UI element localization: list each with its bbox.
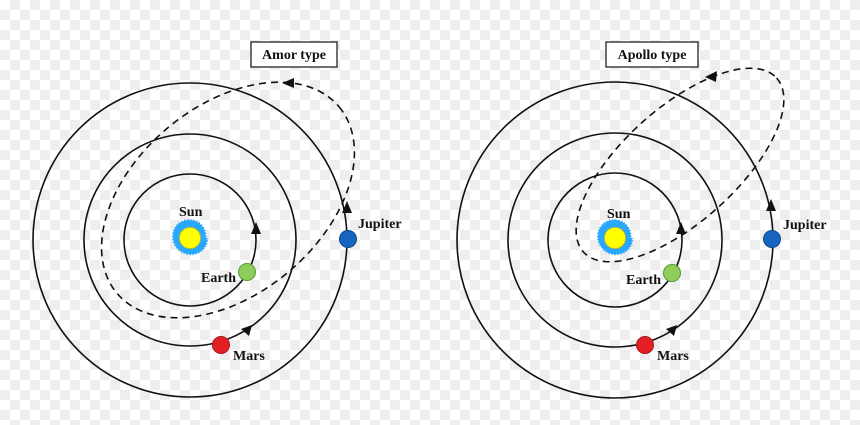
amor-asteroid-orbit: [100, 81, 356, 319]
apollo-jupiter-label: Jupiter: [783, 218, 827, 233]
amor-title: Amor type: [262, 48, 326, 63]
apollo-title-box: Apollo type: [605, 41, 699, 68]
apollo-jupiter-icon: [763, 230, 781, 248]
amor-mars-orbit: [83, 133, 297, 347]
apollo-asteroid-orbit: [575, 67, 785, 263]
apollo-title: Apollo type: [618, 48, 687, 63]
apollo-earth-orbit: [547, 172, 683, 308]
amor-earth-orbit: [123, 173, 257, 307]
amor-earth-label: Earth: [201, 271, 236, 286]
apollo-mars-arrow: [666, 325, 677, 336]
amor-mars-arrow: [241, 325, 252, 336]
amor-sun-label: Sun: [179, 205, 203, 220]
amor-mars-icon: [212, 336, 230, 354]
amor-asteroid-arrow: [282, 78, 294, 88]
amor-panel: Amor type Sun Earth Mars Jupiter: [32, 41, 402, 398]
apollo-earth-label: Earth: [626, 273, 661, 288]
amor-jupiter-arrow: [342, 201, 352, 213]
apollo-earth-icon: [663, 264, 681, 282]
apollo-asteroid-arrow: [705, 71, 717, 82]
apollo-earth-arrow: [676, 222, 686, 234]
apollo-sun-icon: [596, 218, 634, 256]
apollo-mars-icon: [636, 336, 654, 354]
apollo-mars-label: Mars: [657, 349, 689, 364]
amor-title-box: Amor type: [250, 41, 338, 68]
amor-jupiter-label: Jupiter: [358, 217, 402, 232]
apollo-mars-orbit: [507, 132, 723, 348]
amor-earth-icon: [238, 263, 256, 281]
amor-earth-arrow: [251, 222, 261, 234]
apollo-panel: Apollo type Sun Earth Mars Jupiter: [456, 41, 827, 399]
amor-jupiter-icon: [339, 230, 357, 248]
amor-mars-label: Mars: [233, 349, 265, 364]
apollo-jupiter-arrow: [766, 199, 776, 211]
apollo-sun-label: Sun: [607, 207, 631, 222]
amor-sun-icon: [171, 218, 209, 256]
